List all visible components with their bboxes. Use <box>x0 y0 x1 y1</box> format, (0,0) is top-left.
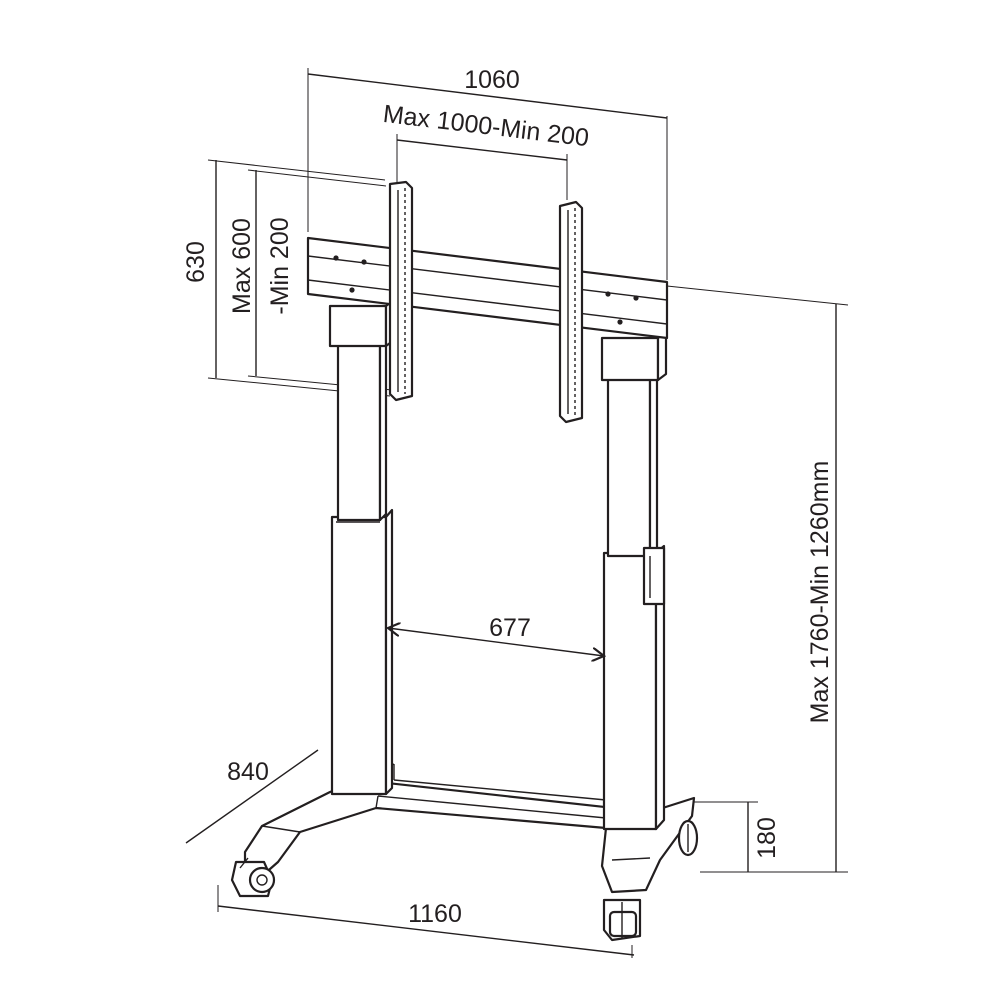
caster-rear-right <box>677 819 699 857</box>
base-height-label: 180 <box>753 817 781 859</box>
frame-width-label: 1060 <box>464 66 520 94</box>
bracket-height-label: 630 <box>182 241 210 283</box>
vesa-width-label: Max 1000-Min 200 <box>381 100 590 152</box>
right-column <box>600 330 668 831</box>
left-column <box>328 298 396 796</box>
inner-width-arrow <box>388 628 604 656</box>
vesa-height-min-label: -Min 200 <box>266 217 294 314</box>
caster-front-right <box>602 898 642 942</box>
total-height-label: Max 1760-Min 1260mm <box>806 461 834 724</box>
right-vesa-bracket <box>558 200 584 424</box>
tv-stand-drawing <box>230 180 699 942</box>
left-vesa-bracket <box>388 180 414 402</box>
base-width-label: 1160 <box>408 900 462 928</box>
inner-width-label: 677 <box>489 614 531 642</box>
dimension-lines <box>185 68 849 958</box>
base-depth-label: 840 <box>227 758 269 786</box>
caster-front-left <box>230 857 276 898</box>
vesa-height-max-label: Max 600 <box>228 218 256 314</box>
